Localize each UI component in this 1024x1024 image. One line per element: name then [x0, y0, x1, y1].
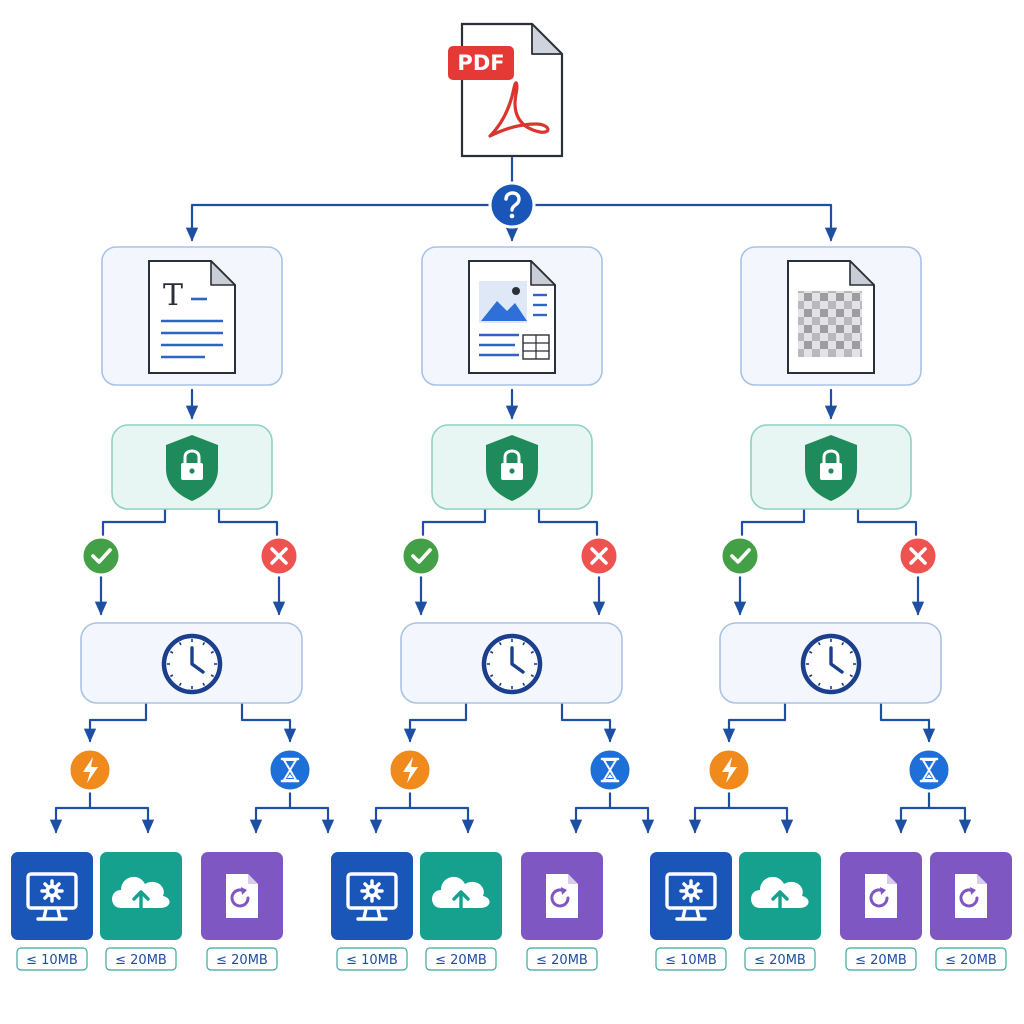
cross-icon: [897, 535, 939, 577]
output-tile: [650, 852, 732, 940]
size-limit-badge: ≤ 20MB: [935, 947, 1007, 971]
connector-line: [185, 203, 492, 242]
size-limit-badge: ≤ 20MB: [526, 947, 598, 971]
mixed-layout-document-icon: [468, 260, 556, 374]
desktop-settings-icon: [26, 872, 78, 921]
pdf-badge: PDF: [448, 46, 514, 80]
file-refresh-icon: [955, 874, 987, 918]
size-limit-badge: ≤ 20MB: [425, 947, 497, 971]
lightning-icon: [387, 747, 433, 793]
hourglass-icon: [267, 747, 313, 793]
output-tile: [521, 852, 603, 940]
cross-icon: [578, 535, 620, 577]
connector-line: [217, 507, 279, 537]
diagram-nodes: PDF T ≤ 10MB ≤ 20MB ≤ 20MB ≤ 10MB ≤ 20MB ≤ 20MB…: [11, 22, 1012, 971]
output-tile: [840, 852, 922, 940]
clock-icon: [800, 633, 862, 695]
desktop-settings-icon: [346, 872, 398, 921]
check-icon: [719, 535, 761, 577]
pdf-badge-label: PDF: [457, 51, 504, 75]
connector-line: [532, 203, 838, 242]
connector-line: [722, 701, 787, 743]
lightning-icon: [706, 747, 752, 793]
check-icon: [80, 535, 122, 577]
connector-line: [856, 507, 918, 537]
size-limit-label: ≤ 20MB: [945, 953, 997, 968]
connector-line: [537, 507, 599, 537]
connector-line: [403, 701, 468, 743]
connector-line: [879, 701, 936, 743]
size-limit-badge: ≤ 10MB: [16, 947, 88, 971]
connector-line: [101, 507, 167, 537]
shield-lock-icon: [486, 435, 538, 501]
lightning-icon: [67, 747, 113, 793]
clock-icon: [481, 633, 543, 695]
hourglass-icon: [906, 747, 952, 793]
connector-line: [688, 789, 731, 834]
size-limit-label: ≤ 20MB: [216, 953, 268, 968]
connector-line: [927, 806, 972, 834]
size-limit-label: ≤ 10MB: [346, 953, 398, 968]
shield-lock-icon: [805, 435, 857, 501]
connector-line: [88, 806, 155, 834]
pdf-source-file: PDF: [448, 22, 564, 158]
question-icon: [488, 181, 536, 229]
text-document-icon: T: [148, 260, 236, 374]
file-refresh-icon: [546, 874, 578, 918]
file-refresh-icon: [865, 874, 897, 918]
connector-line: [288, 806, 335, 834]
size-limit-label: ≤ 10MB: [26, 953, 78, 968]
output-tile: [100, 852, 182, 940]
connector-line: [49, 789, 92, 834]
size-limit-badge: ≤ 20MB: [744, 947, 816, 971]
output-tile: [420, 852, 502, 940]
connector-lines: [49, 156, 972, 834]
size-limit-badge: ≤ 20MB: [845, 947, 917, 971]
desktop-settings-icon: [665, 872, 717, 921]
cross-icon: [258, 535, 300, 577]
size-limit-label: ≤ 20MB: [115, 953, 167, 968]
connector-line: [727, 806, 794, 834]
clock-icon: [161, 633, 223, 695]
connector-line: [560, 701, 617, 743]
cloud-upload-icon: [112, 876, 170, 912]
connector-line: [421, 507, 487, 537]
connector-line: [569, 789, 612, 834]
connector-line: [83, 701, 148, 743]
shield-lock-icon: [166, 435, 218, 501]
cloud-upload-icon: [751, 876, 809, 912]
acrobat-icon: [488, 81, 550, 138]
connector-line: [740, 507, 806, 537]
size-limit-label: ≤ 10MB: [665, 953, 717, 968]
cloud-upload-icon: [432, 876, 490, 912]
output-tile: [739, 852, 821, 940]
connector-line: [608, 806, 655, 834]
file-refresh-icon: [226, 874, 258, 918]
svg-text:T: T: [163, 278, 183, 313]
hourglass-icon: [587, 747, 633, 793]
connector-line: [369, 789, 412, 834]
size-limit-label: ≤ 20MB: [435, 953, 487, 968]
size-limit-badge: ≤ 10MB: [336, 947, 408, 971]
size-limit-label: ≤ 20MB: [855, 953, 907, 968]
connector-line: [249, 789, 292, 834]
output-tile: [11, 852, 93, 940]
output-tile: [331, 852, 413, 940]
connector-line: [894, 789, 931, 834]
size-limit-badge: ≤ 10MB: [655, 947, 727, 971]
scanned-document-icon: [787, 260, 875, 374]
size-limit-label: ≤ 20MB: [754, 953, 806, 968]
check-icon: [400, 535, 442, 577]
connector-line: [240, 701, 297, 743]
size-limit-badge: ≤ 20MB: [105, 947, 177, 971]
size-limit-badge: ≤ 20MB: [206, 947, 278, 971]
output-tile: [930, 852, 1012, 940]
output-tile: [201, 852, 283, 940]
size-limit-label: ≤ 20MB: [536, 953, 588, 968]
connector-line: [408, 806, 475, 834]
